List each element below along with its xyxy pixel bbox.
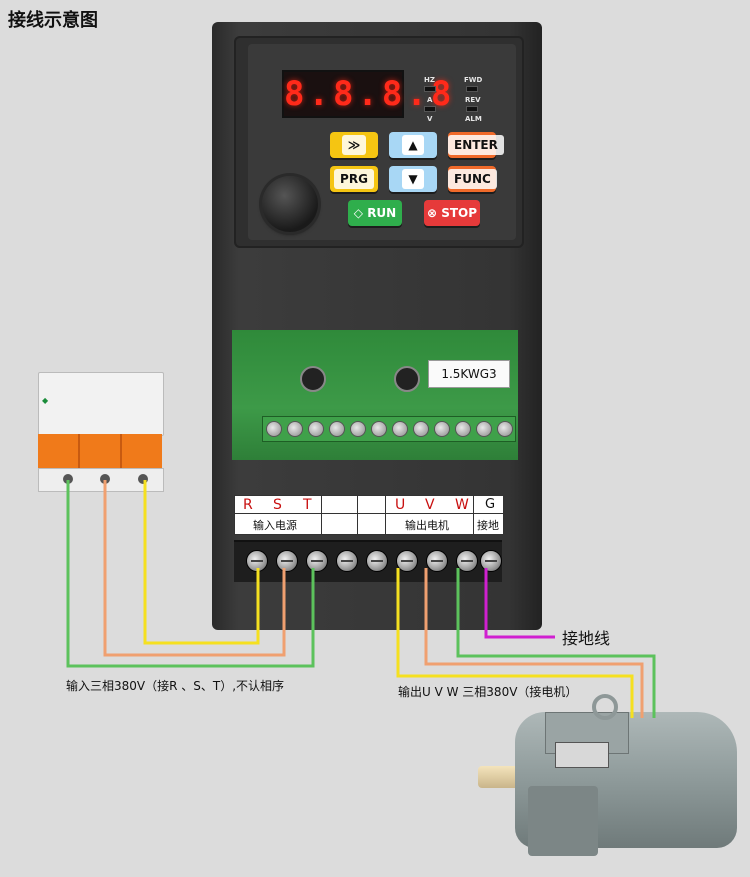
wire-ground-magenta <box>484 568 555 639</box>
terminal-screw[interactable] <box>413 421 429 437</box>
terminal-screw-u[interactable] <box>396 550 418 572</box>
terminal-screw[interactable] <box>497 421 513 437</box>
stop-button-label: STOP <box>441 206 478 220</box>
terminal-screw[interactable] <box>366 550 388 572</box>
ground-annotation: 接地线 <box>562 629 611 648</box>
output-motor-label: 输出电机 <box>405 519 449 532</box>
up-button[interactable]: ▲ <box>389 132 437 158</box>
control-terminal-block <box>262 416 516 442</box>
run-button[interactable]: ◇ RUN <box>348 200 402 226</box>
terminal-screw[interactable] <box>371 421 387 437</box>
input-power-label: 输入电源 <box>253 519 297 532</box>
terminal-screw[interactable] <box>455 421 471 437</box>
terminal-letter-v: V <box>425 497 435 513</box>
motor-end-cap <box>528 786 598 856</box>
strip-cell-divider <box>357 496 358 534</box>
terminal-screw-w[interactable] <box>456 550 478 572</box>
indicator-rev-led <box>466 106 478 112</box>
breaker-handles[interactable] <box>38 434 162 468</box>
terminal-screw[interactable] <box>350 421 366 437</box>
rating-label: 1.5KWG3 <box>428 360 510 388</box>
strip-divider <box>235 513 503 514</box>
enter-button-label: ENTER <box>448 135 504 155</box>
terminal-letter-g: G <box>485 497 496 512</box>
terminal-screw[interactable] <box>308 421 324 437</box>
terminal-screw-r[interactable] <box>246 550 268 572</box>
capacitor-icon <box>394 366 420 392</box>
capacitor-icon <box>300 366 326 392</box>
shift-icon: ≫ <box>341 135 367 155</box>
terminal-letter-u: U <box>395 497 406 513</box>
up-arrow-icon: ▲ <box>402 135 424 155</box>
run-icon: ◇ <box>353 206 368 220</box>
terminal-screw[interactable] <box>287 421 303 437</box>
motor-nameplate <box>555 742 609 768</box>
terminal-screw[interactable] <box>266 421 282 437</box>
prg-button[interactable]: PRG <box>330 166 378 192</box>
terminal-screw[interactable] <box>329 421 345 437</box>
shift-button[interactable]: ≫ <box>330 132 378 158</box>
stop-icon: ⊗ <box>426 206 442 220</box>
wire-output-orange <box>424 568 644 718</box>
func-button-label: FUNC <box>448 169 497 189</box>
stop-button[interactable]: ⊗ STOP <box>424 200 480 226</box>
input-annotation: 输入三相380V（接R 、S、T）,不认相序 <box>66 679 285 693</box>
motor-shaft <box>478 766 522 788</box>
potentiometer-knob[interactable] <box>262 176 318 232</box>
terminal-screw[interactable] <box>336 550 358 572</box>
indicator-alm-label: ALM <box>465 115 482 123</box>
indicator-hz-label: HZ <box>424 76 435 84</box>
terminal-letter-w: W <box>455 497 469 513</box>
indicator-fwd-label: FWD <box>464 76 483 84</box>
breaker-divider <box>78 434 80 468</box>
terminal-screw-s[interactable] <box>276 550 298 572</box>
power-terminal-label-strip: R S T U V W G 输入电源 输出电机 接地 <box>234 495 504 535</box>
down-arrow-icon: ▼ <box>402 169 424 189</box>
run-button-label: RUN <box>367 206 397 220</box>
wire-input-orange <box>103 480 286 657</box>
terminal-letter-s: S <box>273 497 282 513</box>
wire-output-yellow <box>396 568 634 718</box>
indicator-a-label: A <box>427 96 433 104</box>
indicator-v-label: V <box>427 115 433 123</box>
wire-output-green <box>456 568 656 718</box>
terminal-letter-t: T <box>303 497 312 513</box>
strip-cell-divider <box>473 496 474 534</box>
output-annotation: 输出U V W 三相380V（接电机） <box>398 685 578 699</box>
terminal-letter-r: R <box>243 497 253 513</box>
motor-lifting-ring <box>592 694 618 720</box>
breaker-logo: ◆ <box>42 396 49 405</box>
terminal-screw[interactable] <box>476 421 492 437</box>
terminal-screw-t[interactable] <box>306 550 328 572</box>
breaker-terminal-hole <box>138 474 148 484</box>
indicator-fwd-led <box>466 86 478 92</box>
page-title: 接线示意图 <box>8 10 98 31</box>
indicator-hz-led <box>424 86 436 92</box>
enter-button[interactable]: ENTER <box>448 132 504 158</box>
prg-button-label: PRG <box>334 169 374 189</box>
ground-label-short: 接地 <box>477 519 499 532</box>
func-button[interactable]: FUNC <box>448 166 497 192</box>
indicator-a-led <box>424 106 436 112</box>
wire-input-yellow <box>143 480 260 645</box>
terminal-screw[interactable] <box>392 421 408 437</box>
wire-input-green <box>66 480 315 668</box>
strip-cell-divider <box>321 496 322 534</box>
breaker-terminal-hole <box>63 474 73 484</box>
breaker-terminal-hole <box>100 474 110 484</box>
terminal-screw-v[interactable] <box>426 550 448 572</box>
indicator-rev-label: REV <box>465 96 481 104</box>
terminal-screw[interactable] <box>434 421 450 437</box>
circuit-breaker <box>38 372 164 436</box>
terminal-screw-g[interactable] <box>480 550 502 572</box>
breaker-divider <box>120 434 122 468</box>
down-button[interactable]: ▼ <box>389 166 437 192</box>
strip-cell-divider <box>385 496 386 534</box>
